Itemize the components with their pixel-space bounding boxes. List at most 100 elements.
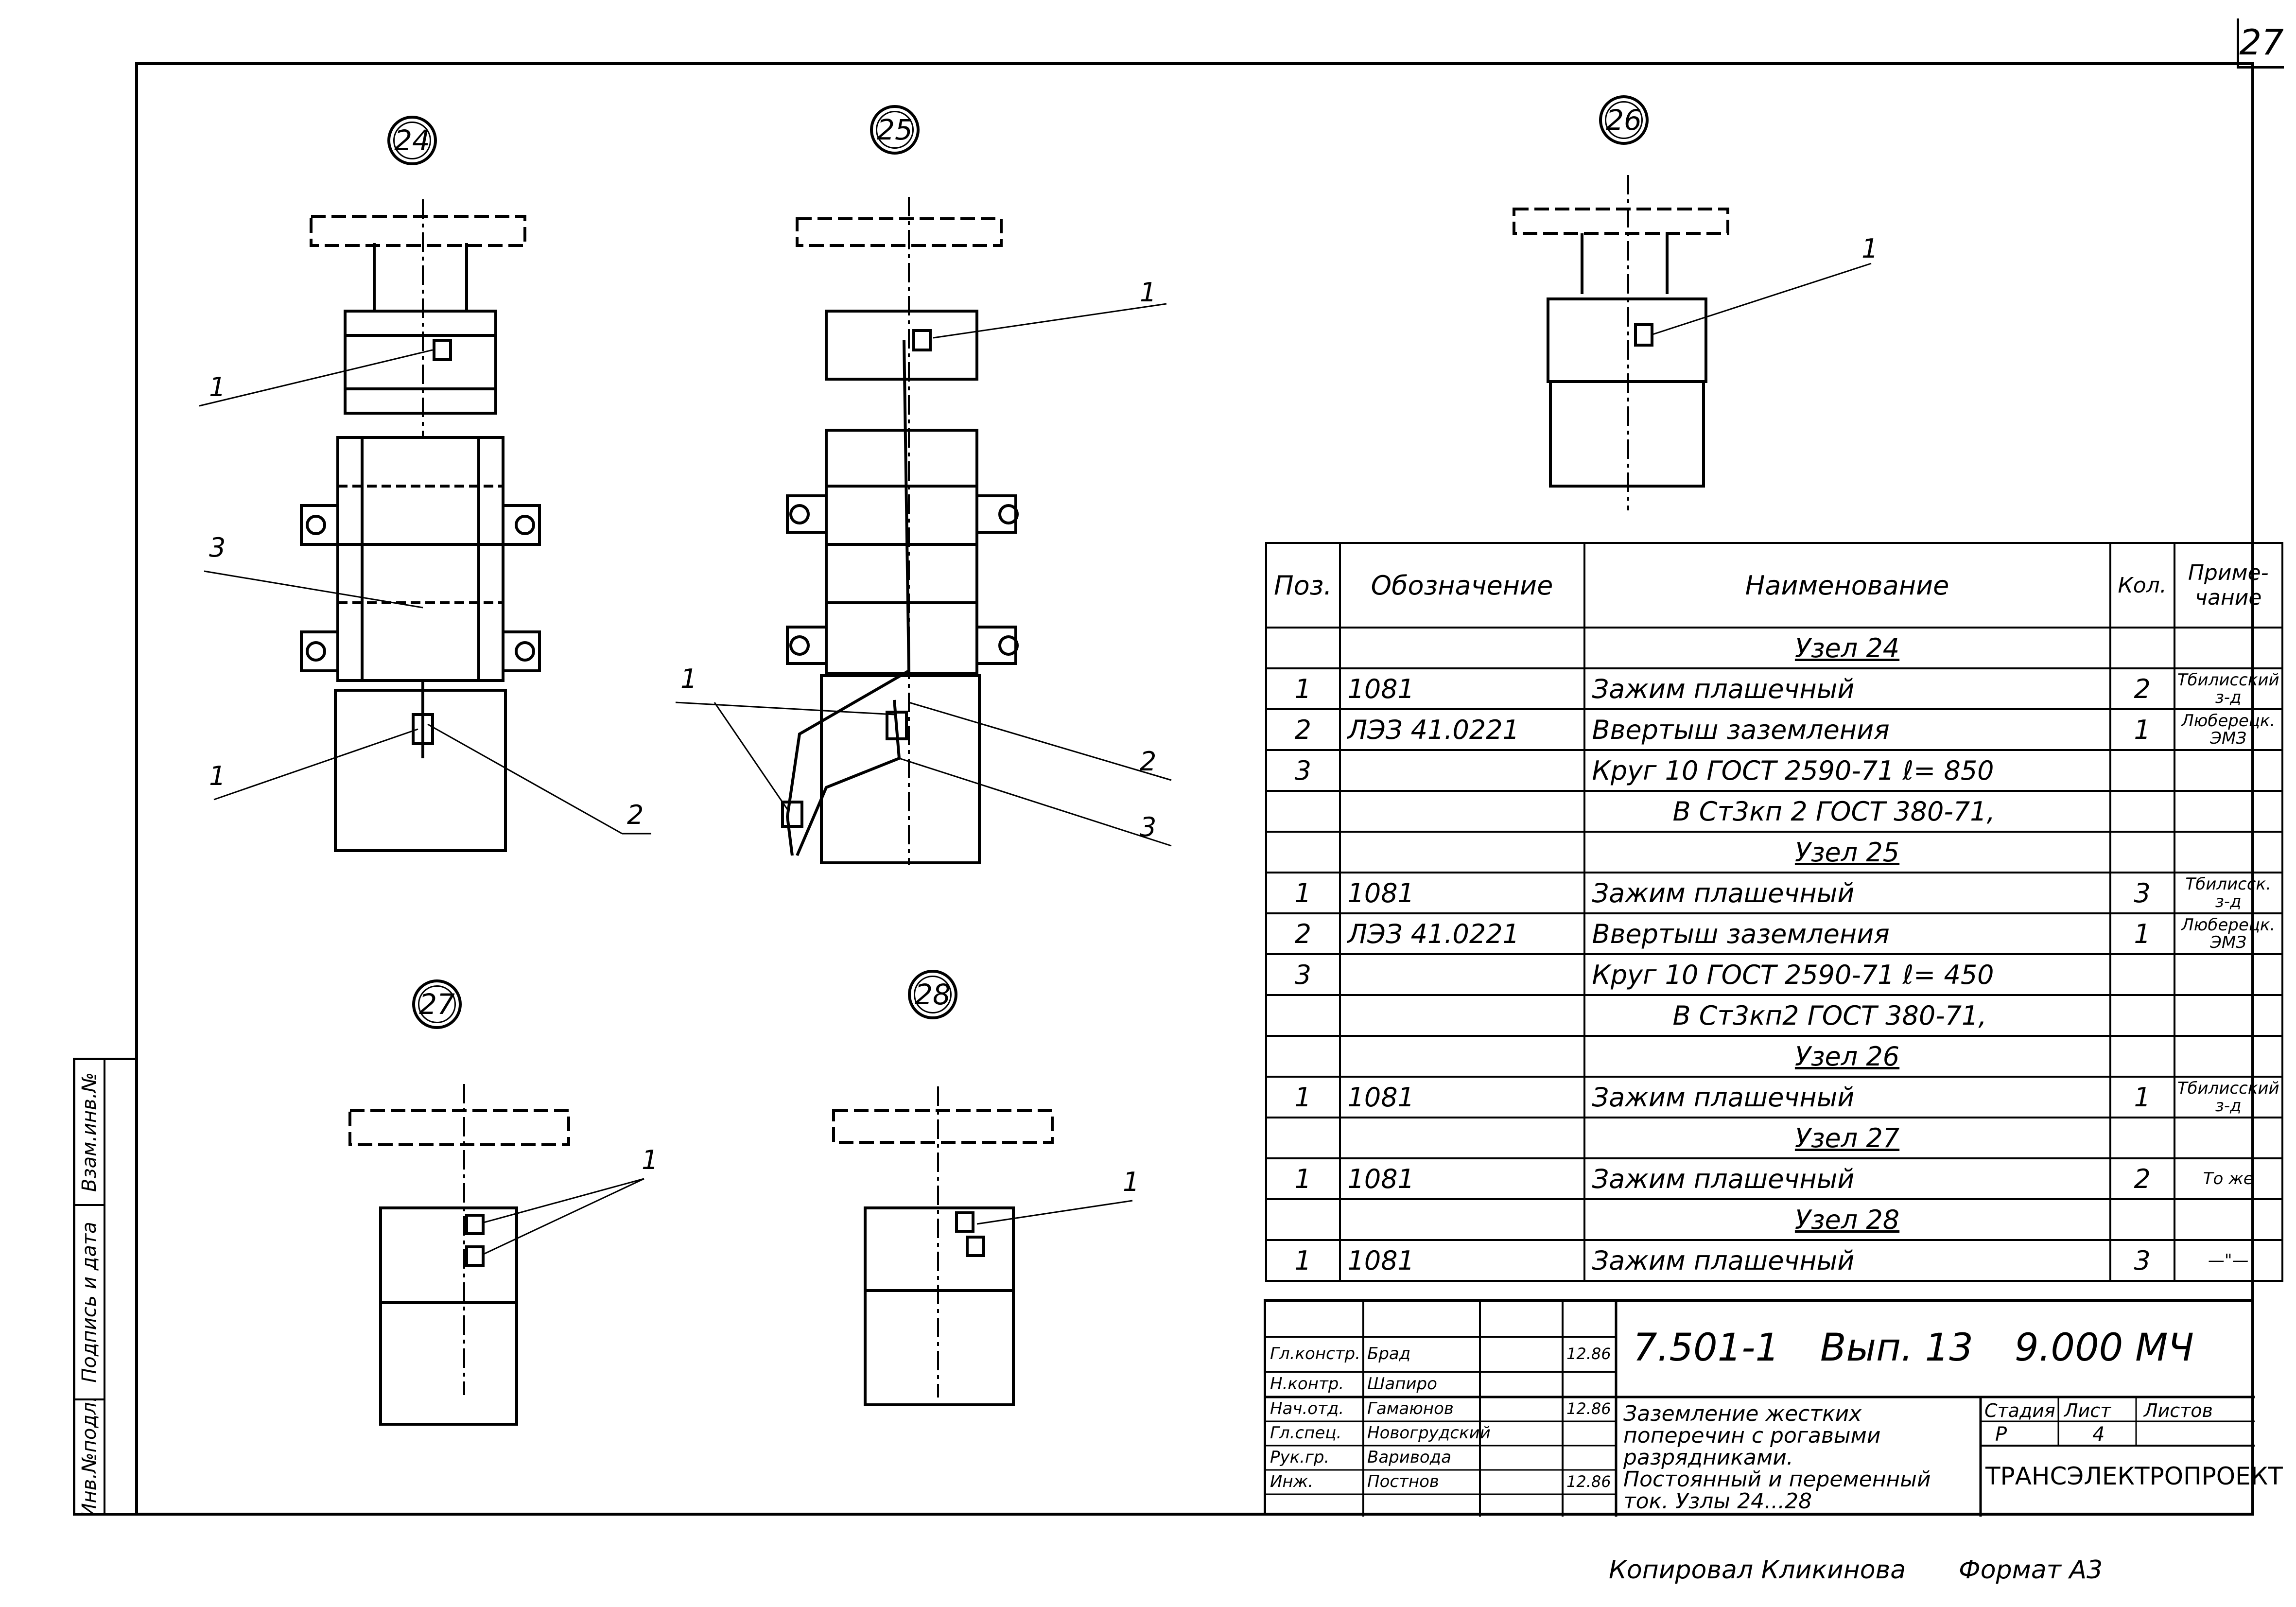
spec-cell-qty [2109,994,2175,1037]
spec-cell-pos: 2 [1265,708,1341,751]
spec-cell-name: Зажим плашечный [1583,667,2111,710]
spec-node-row: Узел 27 [1265,1117,2283,1159]
node-28-drawing [832,1086,1133,1406]
spec-cell-code [1339,1117,1585,1159]
signer-name: Брад [1367,1344,1411,1363]
spec-cell-note: Люберецк. ЭМЗ [2173,912,2283,955]
node-heading: Узел 28 [1583,1198,2111,1241]
spec-cell-pos: 1 [1265,1239,1341,1282]
node-heading: Узел 25 [1583,831,2111,873]
spec-cell-note [2173,627,2283,669]
spec-header-row: Поз. Обозначение Наименование Кол. Приме… [1265,542,2283,629]
description-line: разрядниками. [1623,1445,1793,1470]
spec-cell-pos [1265,1117,1341,1159]
description-line: Заземление жестких [1623,1401,1862,1426]
spec-cell-name: Ввертыш заземления [1583,912,2111,955]
spec-cell-name: Круг 10 ГОСТ 2590-71 ℓ= 450 [1583,953,2111,996]
node-heading-text: Узел 24 [1794,632,1900,664]
callout-label: 1 [680,664,697,694]
side-stamp-signature-cell: Подпись и дата [75,1206,104,1400]
spec-cell-qty [2109,1117,2175,1159]
specification-table: Поз. Обозначение Наименование Кол. Приме… [1265,542,2283,1282]
signer-date: 12.86 [1566,1472,1611,1491]
spec-node-row: Узел 26 [1265,1035,2283,1078]
node-heading-text: Узел 26 [1794,1041,1900,1072]
sheet-header: Лист [2064,1400,2111,1421]
spec-cell-name: Зажим плашечный [1583,1239,2111,1282]
node-heading-text: Узел 28 [1794,1204,1900,1235]
header-pos: Поз. [1265,542,1341,629]
spec-cell-pos: 2 [1265,912,1341,955]
sheet-number: 27 [2237,18,2284,69]
spec-cell-pos: 1 [1265,667,1341,710]
signer-role: Гл.констр. [1270,1344,1360,1363]
spec-cell-name: Зажим плашечный [1583,1076,2111,1118]
spec-cell-code [1339,831,1585,873]
spec-cell-pos [1265,1198,1341,1241]
stage-header: Стадия [1984,1400,2055,1421]
organization: ТРАНСЭЛЕКТРОПРОЕКТ [1985,1462,2283,1490]
spec-cell-code: 1081 [1339,1239,1585,1282]
spec-cell-qty [2109,627,2175,669]
node-heading: Узел 26 [1583,1035,2111,1078]
node-24-drawing [199,199,651,852]
spec-cell-note [2173,1035,2283,1078]
callout-label: 1 [642,1145,659,1175]
callout-label: 1 [1861,233,1879,264]
signer-name: Варивода [1367,1448,1452,1467]
node-26-drawing [1513,175,1872,510]
signer-role: Рук.гр. [1270,1448,1330,1467]
spec-cell-pos [1265,831,1341,873]
callout-label: 1 [209,761,226,791]
spec-cell-name: В Ст3кп 2 ГОСТ 380-71, [1583,790,2111,833]
node-27-drawing [348,1084,644,1426]
spec-cell-qty: 2 [2109,1157,2175,1200]
spec-cell-code [1339,790,1585,833]
spec-cell-qty [2109,749,2175,792]
spec-cell-code: 1081 [1339,667,1585,710]
node-bubble-25: 25 [870,105,920,155]
signer-name: Шапиро [1367,1374,1437,1394]
spec-cell-qty: 3 [2109,1239,2175,1282]
header-qty: Кол. [2109,542,2175,629]
spec-cell-note [2173,953,2283,996]
spec-cell-code: ЛЭЗ 41.0221 [1339,912,1585,955]
spec-cell-qty [2109,953,2175,996]
spec-cell-note [2173,831,2283,873]
callout-label: 1 [1140,277,1157,308]
spec-cell-pos [1265,1035,1341,1078]
title-block-grid [1266,1302,2255,1517]
spec-cell-name: В Ст3кп2 ГОСТ 380-71, [1583,994,2111,1037]
spec-cell-qty: 1 [2109,708,2175,751]
spec-cell-note [2173,749,2283,792]
spec-cell-note: Тбилисский з-д [2173,667,2283,710]
spec-cell-code [1339,1035,1585,1078]
paper-format: Формат А3 [1959,1555,2103,1585]
spec-cell-code: ЛЭЗ 41.0221 [1339,708,1585,751]
spec-cell-name: Зажим плашечный [1583,872,2111,914]
callout-label: 1 [209,372,226,402]
spec-node-row: Узел 28 [1265,1198,2283,1241]
spec-cell-code [1339,994,1585,1037]
spec-cell-note: Тбилисский з-д [2173,1076,2283,1118]
signer-name: Гамаюнов [1367,1399,1454,1418]
signer-role: Гл.спец. [1270,1423,1342,1443]
node-25-drawing [675,197,1172,865]
description-line: Постоянный и переменный [1623,1467,1931,1492]
signer-date: 12.86 [1566,1345,1611,1363]
spec-cell-pos: 1 [1265,1157,1341,1200]
callout-label: 2 [627,800,644,830]
spec-row: В Ст3кп2 ГОСТ 380-71, [1265,994,2283,1037]
spec-cell-note [2173,790,2283,833]
signer-role: Нач.отд. [1270,1399,1344,1418]
node-bubble-24: 24 [387,116,437,165]
side-stamp: Взам.инв.№ Подпись и дата Инв.№подл. [73,1058,138,1516]
header-code: Обозначение [1339,542,1585,629]
